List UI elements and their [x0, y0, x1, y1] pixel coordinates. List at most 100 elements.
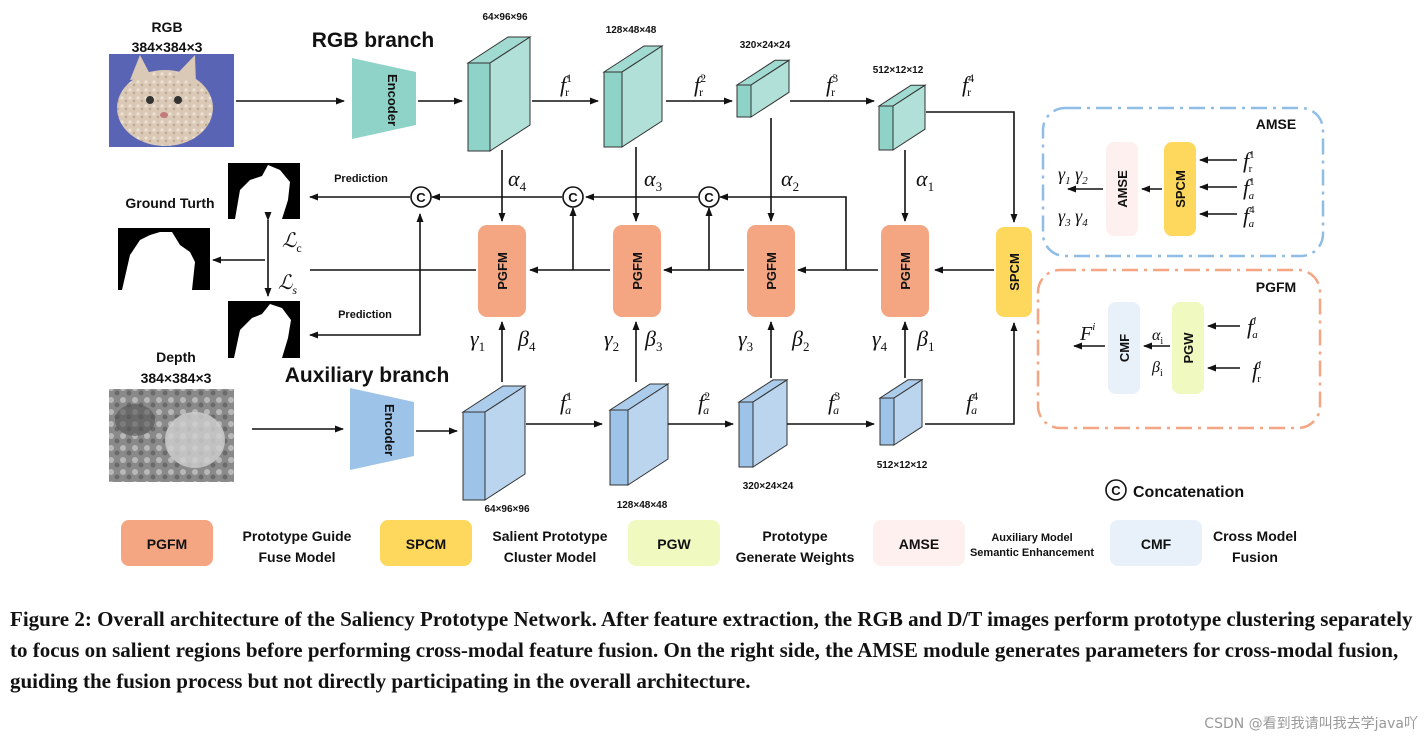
rgb-feature-dim-1: 64×96×96 — [482, 12, 527, 23]
aux-feature-dim-2: 128×48×48 — [617, 500, 668, 511]
prediction-image-top — [228, 163, 300, 219]
gamma-label-4: γ4 — [872, 326, 888, 354]
gamma-label-1: γ1 — [470, 326, 485, 354]
rgb-feature-dim-3: 320×24×24 — [740, 40, 791, 51]
svg-text:Encoder: Encoder — [385, 74, 400, 126]
pgw-block — [1172, 302, 1204, 394]
rgb-feature-cube-2 — [602, 45, 664, 148]
rgb-branch-title: RGB branch — [312, 29, 435, 52]
architecture-diagram: RGB 384×384×3 Depth 384×384×3 Ground Tur… — [109, 12, 1325, 566]
prediction-image-bottom — [228, 301, 300, 358]
beta-label-4: β1 — [916, 326, 934, 354]
pgfm-blocks: PGFM PGFM PGFM PGFM — [478, 225, 929, 317]
svg-text:PGFM: PGFM — [147, 536, 187, 552]
svg-text:CMF: CMF — [1141, 536, 1172, 552]
wires — [309, 97, 1018, 428]
rgb-feature-cube-4 — [877, 84, 927, 151]
amse-box-title: AMSE — [1256, 116, 1296, 132]
svg-text:SPCM: SPCM — [1007, 253, 1022, 291]
svg-text:C: C — [568, 190, 578, 205]
concat-legend-label: Concatenation — [1133, 484, 1244, 501]
prediction-label-bottom: Prediction — [338, 309, 392, 321]
cmf-block — [1108, 302, 1140, 394]
rgb-feature-cube-3 — [735, 59, 791, 118]
ground-truth-label: Ground Turth — [125, 195, 214, 211]
svg-text:C: C — [704, 190, 714, 205]
beta-label-3: β2 — [791, 326, 809, 354]
alpha-label-4: α1 — [916, 166, 934, 194]
pgfm-block-2: PGFM — [613, 225, 661, 317]
aux-branch-title: Auxiliary branch — [285, 364, 450, 387]
rgb-title: RGB — [151, 19, 182, 35]
spcm-mini-block — [1164, 142, 1196, 236]
concat-circle-3: C — [698, 186, 720, 208]
rgb-input-image — [109, 54, 234, 147]
pgfm-block-1: PGFM — [478, 225, 526, 317]
beta-label-1: β4 — [517, 326, 536, 354]
alpha-label-3: α2 — [781, 166, 799, 194]
pgfm-alpha: αi — [1152, 327, 1163, 347]
svg-text:Fuse Model: Fuse Model — [258, 549, 335, 565]
aux-feature-cube-2 — [608, 383, 670, 486]
loss-s: ℒs — [278, 272, 297, 297]
loss-c: ℒc — [282, 230, 302, 255]
concat-circle-1: C — [410, 186, 432, 208]
aux-feature-cube-3 — [737, 378, 789, 468]
alpha-label-2: α3 — [644, 166, 662, 194]
pgfm-box-title: PGFM — [1256, 279, 1296, 295]
amse-block — [1106, 142, 1138, 236]
pgfm-block-4: PGFM — [881, 225, 929, 317]
aux-feature-dim-4: 512×12×12 — [877, 460, 928, 471]
svg-text:CMF: CMF — [1117, 334, 1132, 362]
svg-text:PGW: PGW — [1181, 332, 1196, 364]
alpha-label-1: α4 — [508, 166, 527, 194]
rgb-feature-cube-1 — [466, 36, 532, 152]
svg-text:Generate Weights: Generate Weights — [736, 549, 855, 565]
svg-text:PGW: PGW — [657, 536, 691, 552]
prediction-label-top: Prediction — [334, 173, 388, 185]
ground-truth-image — [118, 228, 210, 290]
depth-input-image — [109, 389, 234, 482]
rgb-feature-dim-2: 128×48×48 — [606, 25, 657, 36]
svg-text:Cluster Model: Cluster Model — [504, 549, 597, 565]
rgb-size: 384×384×3 — [132, 39, 203, 55]
beta-label-2: β3 — [644, 326, 662, 354]
amse-gamma-bottom: γ3 γ4 — [1058, 206, 1088, 229]
svg-text:Semantic Enhancement: Semantic Enhancement — [970, 547, 1094, 559]
pgfm-block-3: PGFM — [747, 225, 795, 317]
svg-text:PGFM: PGFM — [898, 252, 913, 290]
svg-text:AMSE: AMSE — [899, 536, 939, 552]
svg-text:Encoder: Encoder — [382, 404, 397, 456]
gamma-label-2: γ2 — [604, 326, 619, 354]
svg-text:SPCM: SPCM — [1173, 170, 1188, 208]
csdn-watermark: CSDN @看到我请叫我去学java吖 — [1204, 716, 1418, 732]
aux-feature-cube-1 — [461, 385, 527, 501]
svg-text:AMSE: AMSE — [1115, 170, 1130, 208]
gamma-label-3: γ3 — [738, 326, 753, 354]
depth-title: Depth — [156, 349, 196, 365]
concat-legend: C Concatenation — [1105, 479, 1244, 501]
aux-encoder: Encoder — [350, 388, 414, 470]
svg-text:PGFM: PGFM — [764, 252, 779, 290]
rgb-encoder: Encoder — [352, 58, 416, 139]
aux-feature-dim-1: 64×96×96 — [484, 504, 529, 515]
figure-caption: Figure 2: Overall architecture of the Sa… — [10, 607, 1413, 693]
svg-text:SPCM: SPCM — [406, 536, 446, 552]
